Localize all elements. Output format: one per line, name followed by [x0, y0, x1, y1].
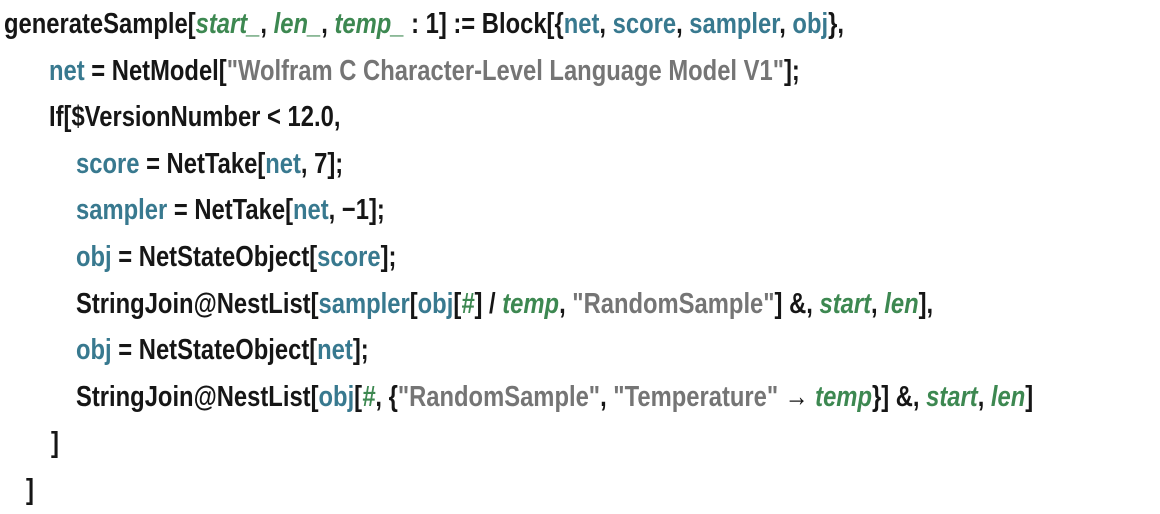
code-token-local: obj [418, 288, 454, 320]
code-line-text: net = NetModel["Wolfram C Character-Leve… [49, 48, 800, 95]
code-token-plain: : 1] := Block[{ [404, 8, 563, 40]
code-token-plain: ] [51, 427, 59, 459]
code-token-local: obj [76, 241, 112, 273]
code-token-plain: , { [375, 381, 397, 413]
code-line-text: StringJoin@NestList[sampler[obj[#] / tem… [76, 281, 933, 328]
code-line-4: score = NetTake[net, 7]; [2, 141, 1160, 188]
code-line-1: generateSample[start_, len_, temp_ : 1] … [2, 1, 1160, 48]
code-line-6: obj = NetStateObject[score]; [2, 234, 1160, 281]
code-token-plain: ]; [353, 334, 369, 366]
code-line-text: ] [26, 467, 34, 514]
code-token-local: net [265, 148, 301, 180]
code-token-pattern: temp [502, 288, 559, 320]
code-token-plain: = NetTake[ [167, 194, 293, 226]
code-token-plain: }] &, [872, 381, 926, 413]
code-token-slot: # [362, 381, 375, 413]
code-line-11: ] [2, 467, 1160, 514]
code-line-text: ] [51, 420, 59, 467]
code-line-text: If[$VersionNumber < 12.0, [49, 94, 340, 141]
code-token-pattern: temp [815, 381, 872, 413]
code-token-local: obj [319, 381, 355, 413]
code-token-plain: StringJoin@NestList[ [76, 381, 319, 413]
code-line-2: net = NetModel["Wolfram C Character-Leve… [2, 48, 1160, 95]
code-line-3: If[$VersionNumber < 12.0, [2, 94, 1160, 141]
code-token-plain: If[$VersionNumber < 12.0, [49, 101, 340, 133]
code-token-plain: }, [828, 8, 844, 40]
code-token-plain: ] &, [775, 288, 820, 320]
code-line-9: StringJoin@NestList[obj[#, {"RandomSampl… [2, 374, 1160, 421]
code-token-plain: , −1]; [329, 194, 385, 226]
code-token-string: "RandomSample" [398, 381, 600, 413]
code-token-plain: [ [453, 288, 461, 320]
code-line-text: obj = NetStateObject[score]; [76, 234, 396, 281]
code-token-plain: → [778, 381, 815, 413]
code-token-plain: = NetStateObject[ [112, 241, 317, 273]
code-token-plain: = NetTake[ [139, 148, 265, 180]
code-token-local: score [317, 241, 380, 273]
code-token-plain: [ [410, 288, 418, 320]
code-token-plain: ] [26, 474, 34, 506]
code-token-plain: , [676, 8, 689, 40]
code-token-pattern: len [991, 381, 1025, 413]
code-token-pattern: start [926, 381, 978, 413]
code-token-plain: , [978, 381, 991, 413]
code-token-plain: ], [919, 288, 934, 320]
code-token-pattern: start_ [196, 8, 261, 40]
code-token-plain: , [779, 8, 792, 40]
code-token-plain: , [559, 288, 572, 320]
code-token-plain: StringJoin@NestList[ [76, 288, 319, 320]
code-line-5: sampler = NetTake[net, −1]; [2, 187, 1160, 234]
code-token-plain: , 7]; [301, 148, 343, 180]
code-token-plain: ] [1025, 381, 1033, 413]
code-token-pattern: start [819, 288, 871, 320]
code-token-pattern: len_ [274, 8, 322, 40]
code-line-text: generateSample[start_, len_, temp_ : 1] … [4, 1, 844, 48]
code-token-string: "RandomSample" [572, 288, 774, 320]
code-token-plain: = NetStateObject[ [112, 334, 317, 366]
code-token-local: score [76, 148, 139, 180]
code-token-plain: , [871, 288, 884, 320]
code-line-text: sampler = NetTake[net, −1]; [76, 187, 385, 234]
code-token-local: sampler [319, 288, 410, 320]
code-token-plain: , [600, 381, 613, 413]
code-token-plain: ]; [784, 55, 800, 87]
code-token-plain: = NetModel[ [85, 55, 227, 87]
code-line-7: StringJoin@NestList[sampler[obj[#] / tem… [2, 281, 1160, 328]
code-token-local: obj [792, 8, 828, 40]
code-token-local: score [613, 8, 676, 40]
code-line-text: score = NetTake[net, 7]; [76, 141, 343, 188]
code-token-plain: ]; [381, 241, 397, 273]
code-token-plain: [ [354, 381, 362, 413]
code-token-string: "Temperature" [613, 381, 778, 413]
code-token-local: sampler [689, 8, 779, 40]
code-token-pattern: temp_ [334, 8, 404, 40]
code-token-plain: , [260, 8, 273, 40]
code-token-plain: , [599, 8, 612, 40]
code-token-local: net [49, 55, 85, 87]
code-line-text: obj = NetStateObject[net]; [76, 327, 369, 374]
code-token-pattern: len [884, 288, 918, 320]
code-token-slot: # [461, 288, 474, 320]
code-token-local: net [564, 8, 600, 40]
code-line-8: obj = NetStateObject[net]; [2, 327, 1160, 374]
code-token-local: obj [76, 334, 112, 366]
code-token-local: sampler [76, 194, 167, 226]
code-token-string: "Wolfram C Character-Level Language Mode… [227, 55, 784, 87]
code-token-local: net [293, 194, 329, 226]
code-line-text: StringJoin@NestList[obj[#, {"RandomSampl… [76, 374, 1033, 421]
code-token-plain: ] / [474, 288, 502, 320]
code-token-plain: generateSample[ [4, 8, 196, 40]
code-line-10: ] [2, 420, 1160, 467]
code-token-local: net [317, 334, 353, 366]
code-token-plain: , [321, 8, 334, 40]
